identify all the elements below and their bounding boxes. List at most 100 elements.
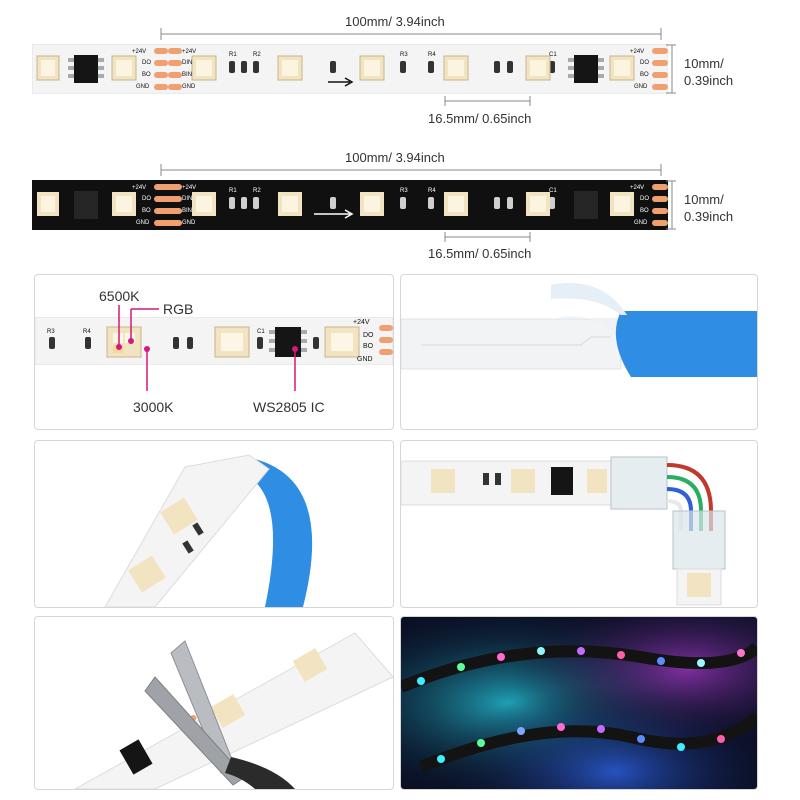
led-chip bbox=[443, 55, 469, 81]
pad-label: GND bbox=[182, 220, 196, 226]
ws2805-ic-chip bbox=[568, 55, 604, 83]
pitch-dimension-line bbox=[444, 232, 531, 242]
pad-label: GND bbox=[136, 84, 150, 90]
ws2805-ic-chip bbox=[269, 327, 307, 357]
pad-label: BIN bbox=[182, 208, 192, 214]
strip-closeup: +24V DO BO GND R3 R4 C1 bbox=[35, 317, 393, 365]
resistors bbox=[229, 197, 555, 209]
strip-black-section: 100mm/ 3.94inch bbox=[0, 140, 800, 270]
resistor-label: R4 bbox=[428, 188, 436, 194]
pad-label: GND bbox=[182, 84, 196, 90]
width-dimension-line bbox=[666, 44, 676, 94]
length-label: 100mm/ 3.94inch bbox=[345, 150, 445, 165]
pad-label: DO bbox=[363, 332, 374, 339]
detail-panel-flexible bbox=[34, 440, 394, 608]
length-dimension-line bbox=[160, 164, 662, 176]
callout-3000k: 3000K bbox=[133, 399, 174, 415]
detail-panel-components: +24V DO BO GND R3 R4 C1 6500K RGB 3000K … bbox=[34, 274, 394, 430]
pitch-label: 16.5mm/ 0.65inch bbox=[428, 246, 532, 261]
led-chip bbox=[192, 192, 216, 216]
led-chip bbox=[526, 192, 550, 216]
solder-pads-left bbox=[154, 184, 182, 226]
led-chip bbox=[112, 192, 136, 216]
resistor-label: R4 bbox=[83, 329, 91, 335]
led-strip-black: +24V DO BO GND +24V DIN BIN GND +24V DO … bbox=[32, 180, 668, 230]
led-chip bbox=[191, 55, 217, 81]
pad-label: GND bbox=[136, 220, 150, 226]
length-label: 100mm/ 3.94inch bbox=[345, 14, 445, 29]
pad-label: DO bbox=[640, 196, 649, 202]
lit-led-dots bbox=[417, 647, 745, 763]
led-chip bbox=[278, 192, 302, 216]
pad-label: +24V bbox=[182, 185, 196, 191]
pad-label: +24V bbox=[132, 185, 146, 191]
ws2805-ic-chip bbox=[68, 55, 104, 83]
led-chip bbox=[214, 326, 250, 358]
pitch-dimension-line bbox=[444, 96, 531, 106]
lit-rgb-strip-photo bbox=[401, 617, 757, 789]
ws2805-ic-chip bbox=[74, 191, 98, 219]
resistor-label: R3 bbox=[47, 329, 55, 335]
arrow-right-icon bbox=[314, 209, 354, 219]
cutting-illustration bbox=[73, 632, 393, 789]
callout-ws2805-ic: WS2805 IC bbox=[253, 399, 325, 415]
detail-panel-connector bbox=[400, 440, 758, 608]
pad-label: DO bbox=[142, 60, 151, 66]
pad-label: DIN bbox=[182, 60, 192, 66]
led-chip bbox=[359, 55, 385, 81]
led-chip bbox=[444, 192, 468, 216]
pad-label: BO bbox=[142, 208, 151, 214]
pad-label: +24V bbox=[630, 49, 644, 55]
width-label-line2: 0.39inch bbox=[684, 209, 734, 224]
width-label-line1: 10mm/ bbox=[684, 56, 724, 71]
led-chip bbox=[36, 55, 60, 81]
callout-6500k: 6500K bbox=[99, 288, 140, 304]
led-chip bbox=[525, 55, 551, 81]
led-chip bbox=[360, 192, 384, 216]
arrow-right-icon bbox=[328, 77, 354, 87]
width-label-line2: 0.39inch bbox=[684, 73, 734, 88]
pad-label: +24V bbox=[182, 49, 196, 55]
led-chip bbox=[277, 55, 303, 81]
resistor-label: R2 bbox=[253, 52, 261, 58]
callout-rgb: RGB bbox=[163, 301, 194, 317]
led-strip-white: +24V DO BO GND +24V DIN BIN GND +24V DO … bbox=[32, 44, 668, 94]
bent-strip-illustration bbox=[104, 454, 313, 607]
connector-illustration bbox=[401, 456, 726, 606]
resistor-label: R1 bbox=[229, 188, 237, 194]
resistor-label: C1 bbox=[257, 329, 265, 335]
detail-panel-cutting bbox=[34, 616, 394, 790]
pad-label: DIN bbox=[182, 196, 192, 202]
ws2805-ic-chip bbox=[574, 191, 598, 219]
width-dimension-line bbox=[666, 180, 676, 230]
detail-panel-adhesive-back bbox=[400, 274, 758, 430]
led-chip bbox=[609, 55, 635, 81]
detail-panel-lit-demo bbox=[400, 616, 758, 790]
pad-label: BO bbox=[363, 343, 374, 350]
pad-label: +24V bbox=[132, 49, 146, 55]
adhesive-backing-illustration bbox=[401, 275, 757, 429]
resistor-label: R3 bbox=[400, 52, 408, 58]
resistor-label: R2 bbox=[253, 188, 261, 194]
pad-label: GND bbox=[634, 220, 648, 226]
pad-label: BIN bbox=[182, 72, 192, 78]
led-chip bbox=[111, 55, 137, 81]
pad-label: BO bbox=[640, 208, 649, 214]
solder-pads-left bbox=[154, 48, 182, 90]
resistor-label: R1 bbox=[229, 52, 237, 58]
pad-label: DO bbox=[142, 196, 151, 202]
resistor-label: R4 bbox=[428, 52, 436, 58]
pad-label: GND bbox=[634, 84, 648, 90]
resistor-label: R3 bbox=[400, 188, 408, 194]
callout-lines bbox=[116, 305, 298, 391]
length-dimension-line bbox=[160, 28, 662, 40]
pad-label: BO bbox=[640, 72, 649, 78]
led-chip bbox=[37, 192, 59, 216]
solder-pads-right bbox=[652, 48, 668, 90]
resistor-label: C1 bbox=[549, 188, 557, 194]
led-chip bbox=[324, 326, 360, 358]
pad-label: +24V bbox=[630, 185, 644, 191]
pad-label: GND bbox=[357, 356, 373, 363]
strip-white-section: 100mm/ 3.94inch bbox=[0, 0, 800, 130]
pad-label: DO bbox=[640, 60, 649, 66]
